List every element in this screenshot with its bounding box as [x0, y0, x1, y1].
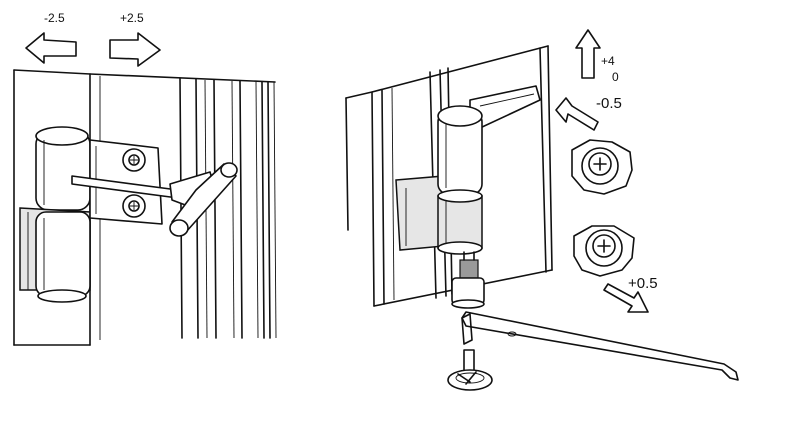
arrow-left-icon: [25, 32, 77, 64]
arrow-down-left-icon: [555, 97, 599, 131]
screw-lower-left: [122, 194, 146, 218]
flat-wrench-tool: [461, 311, 739, 381]
label-up-bottom: 0: [612, 70, 619, 84]
hinge-right-view: [395, 85, 541, 255]
arrow-right-icon: [109, 32, 161, 67]
pin-washer-part: [447, 349, 493, 391]
label-left-minus: -2.5: [44, 11, 65, 25]
door-frame-profile: [13, 69, 277, 346]
hinge-left-view: [19, 126, 163, 303]
label-up-top: +4: [601, 54, 615, 68]
label-left-plus: +2.5: [120, 11, 144, 25]
height-adjustment-insert: [451, 251, 485, 309]
hex-key-tool: [71, 162, 238, 237]
screw-upper-left: [122, 148, 146, 172]
right-panel-height-adjustment: +4 0 -0.5 +0.5: [345, 29, 739, 391]
left-panel-lateral-adjustment: -2.5 +2.5: [13, 11, 277, 346]
arrow-up-icon: [575, 29, 601, 79]
arrow-down-right-icon: [603, 283, 649, 313]
label-upper-cam: -0.5: [596, 95, 622, 112]
label-lower-cam: +0.5: [628, 275, 658, 292]
phillips-screw-icon: [571, 139, 633, 195]
phillips-screw-icon: [573, 225, 635, 277]
